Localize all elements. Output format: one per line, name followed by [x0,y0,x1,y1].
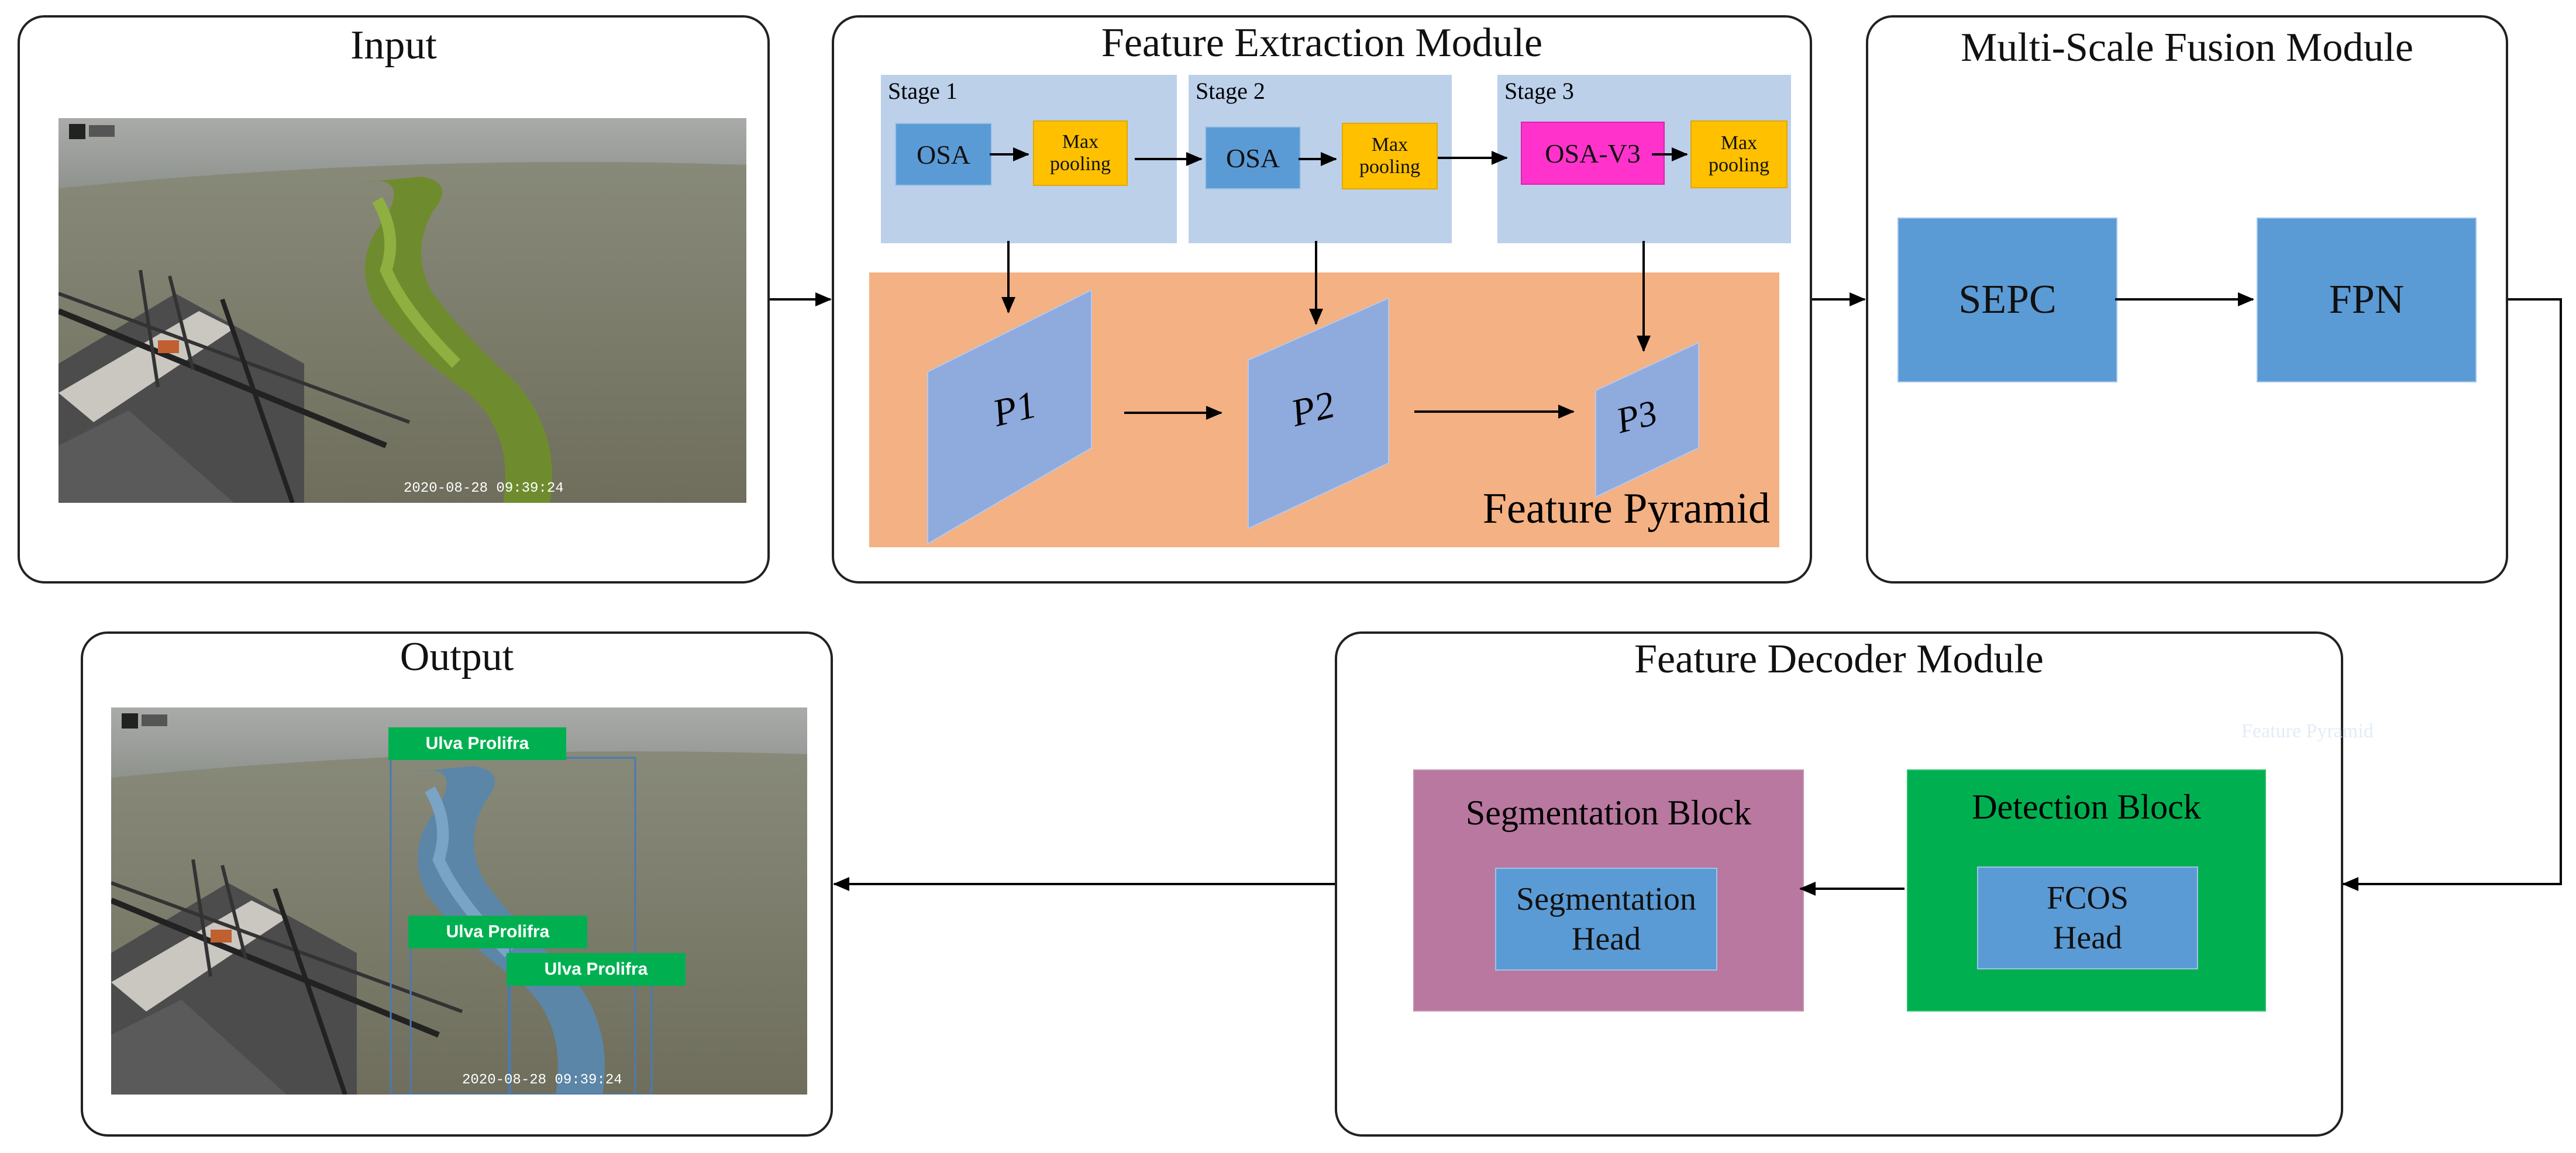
input-title: Input [350,23,437,68]
fcos-head: FCOS Head [1977,867,2198,969]
sepc-block: SEPC [1897,218,2117,382]
pyramid-level-p2 [1248,297,1389,530]
decoder-title: Feature Decoder Module [1634,637,2044,682]
stage-2-block: Stage 2 OSA Max pooling [1189,75,1452,243]
input-panel: Input 2020-08-28 09:39:24 [18,15,770,584]
output-panel: Output Ulva Prolifra [81,631,833,1137]
output-timestamp: 2020-08-28 09:39:24 [462,1072,622,1088]
faint-feature-pyramid-text: Feature Pyramid [2241,720,2374,742]
stage-1-label: Stage 1 [888,78,958,104]
osa-v3-block: OSA-V3 [1521,122,1665,185]
stage-3-block: Stage 3 OSA-V3 Max pooling [1497,75,1791,243]
fpn-block: FPN [2257,218,2477,382]
input-image: 2020-08-28 09:39:24 [58,118,746,503]
output-title: Output [400,634,514,679]
detection-block-label: Detection Block [1972,788,2201,826]
pyramid-level-p3 [1595,341,1699,498]
max-pooling-2: Max pooling [1342,123,1438,189]
feature-extraction-title: Feature Extraction Module [1101,20,1543,65]
max-pooling-3: Max pooling [1690,120,1788,188]
detection-label-2: Ulva Prolifra [408,916,587,948]
segmentation-head: Segmentation Head [1495,868,1717,971]
input-timestamp: 2020-08-28 09:39:24 [404,481,564,496]
segmentation-block: Segmentation Block Segmentation Head [1413,769,1804,1012]
stage-3-label: Stage 3 [1504,78,1574,104]
decoder-panel: Feature Decoder Module Feature Pyramid S… [1335,631,2374,1137]
stage-2-label: Stage 2 [1196,78,1265,104]
feature-extraction-panel: Feature Extraction Module Stage 1 OSA Ma… [832,15,1812,584]
max-pooling-1: Max pooling [1033,120,1128,186]
detection-label-3: Ulva Prolifra [507,953,686,986]
osa-block-1: OSA [895,123,992,186]
feature-pyramid-area: P1 P2 P3 Feature Pyramid [869,272,1779,547]
pyramid-level-p1 [927,289,1092,545]
fusion-title: Multi-Scale Fusion Module [1961,25,2413,70]
detection-block: Detection Block FCOS Head [1907,769,2266,1012]
segmentation-block-label: Segmentation Block [1465,793,1752,832]
output-image: Ulva Prolifra Ulva Prolifra Ulva Prolifr… [111,707,807,1095]
feature-pyramid-label: Feature Pyramid [1482,485,1770,533]
fusion-panel: Multi-Scale Fusion Module SEPC FPN [1866,15,2508,584]
detection-label-1: Ulva Prolifra [388,727,566,760]
osa-block-2: OSA [1205,126,1301,189]
stage-1-block: Stage 1 OSA Max pooling [881,75,1177,243]
